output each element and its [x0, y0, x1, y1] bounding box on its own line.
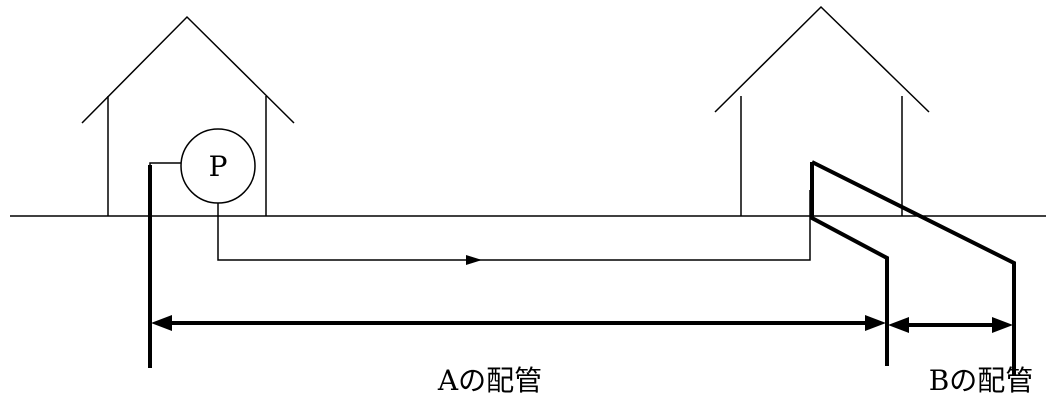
- left-house-roof: [81, 15, 295, 124]
- dimension-b: [888, 317, 1013, 333]
- right-house-roof: [714, 5, 930, 113]
- supply-pipe: [217, 190, 811, 265]
- pump-label: P: [209, 150, 228, 183]
- dimension-b-right-arrowhead-icon: [992, 317, 1013, 333]
- pipe-b-label: Bの配管: [929, 364, 1034, 396]
- dimension-b-left-arrowhead-icon: [888, 317, 909, 333]
- dimension-a: [151, 315, 886, 331]
- pipe-a-label: Aの配管: [437, 364, 542, 396]
- dimension-a-right-arrowhead-icon: [865, 315, 886, 331]
- pump: P: [149, 128, 256, 204]
- left-house: [81, 15, 295, 216]
- pipe-b-route: [811, 160, 1016, 375]
- flow-arrow-icon: [466, 255, 482, 265]
- pump-inlet-pipe: [149, 162, 181, 176]
- dimension-a-left-arrowhead-icon: [151, 315, 172, 331]
- right-house: [714, 5, 930, 216]
- supply-pipe-line: [217, 190, 811, 261]
- pipe-a-route: [810, 162, 889, 366]
- bold-pipes: [148, 160, 1016, 375]
